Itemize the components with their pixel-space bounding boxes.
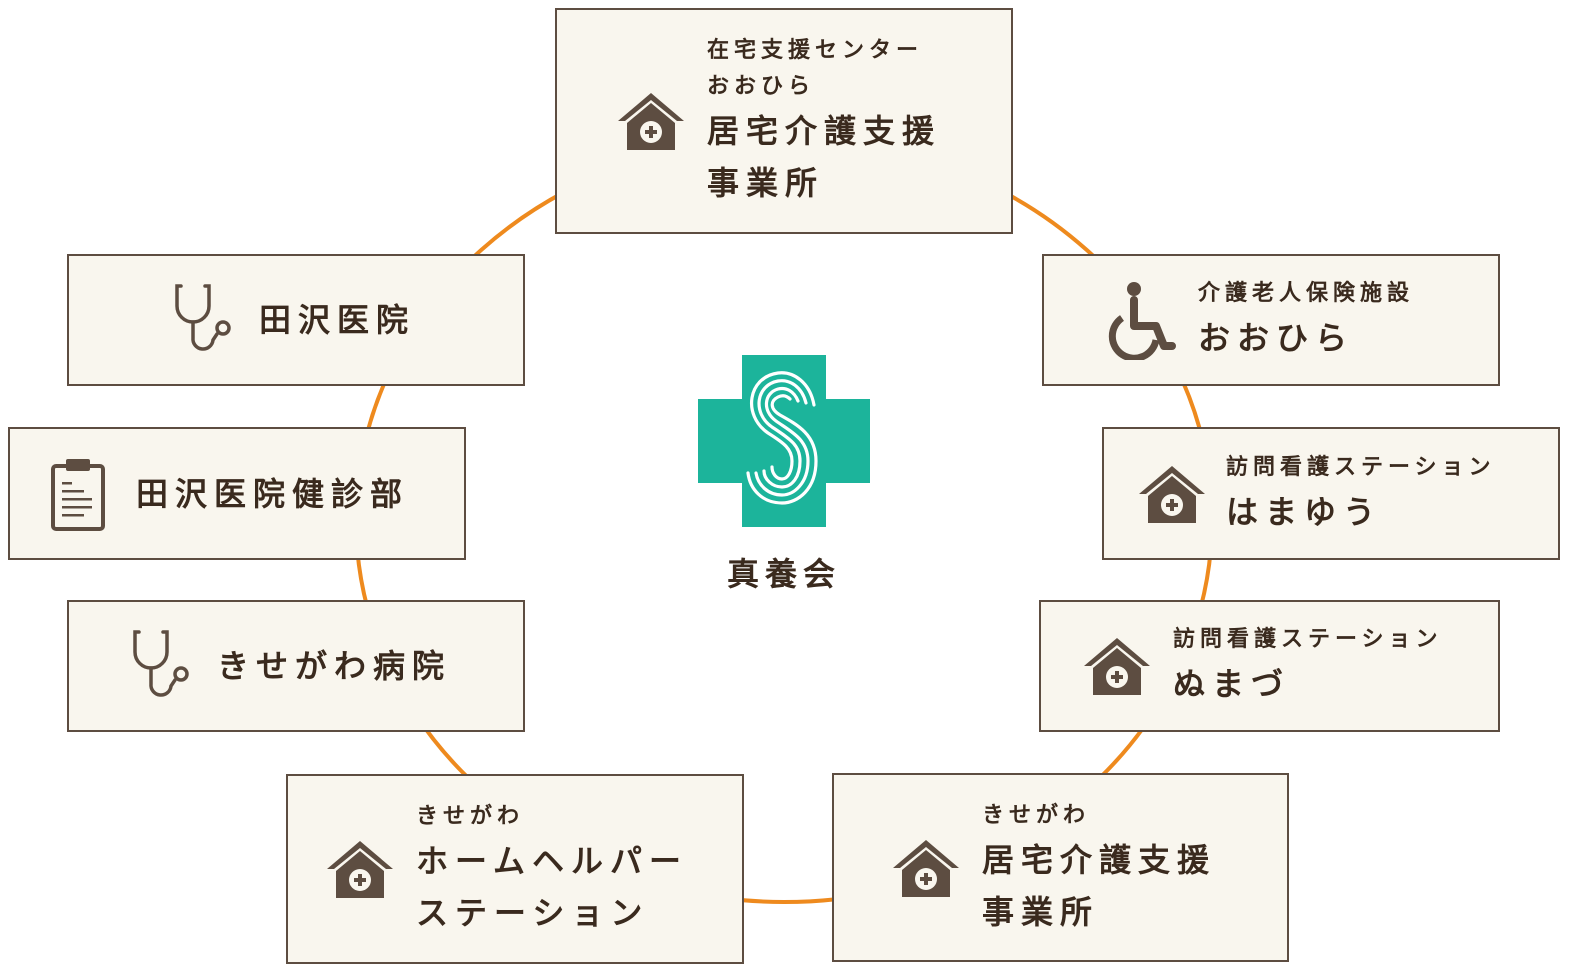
node-subtitle-line: きせがわ	[982, 802, 1091, 828]
node-subtitle-line: きせがわ	[416, 804, 525, 829]
node-tazawa-clinic[interactable]: 田沢医院	[67, 254, 525, 386]
node-subtitle-line: 在宅支援センター	[707, 38, 924, 63]
stethoscope-icon	[175, 284, 231, 351]
node-kyotaku-oohira[interactable]: 在宅支援センター おおひら 居宅介護支援 事業所	[555, 8, 1013, 234]
center-logo-group: 真養会	[698, 355, 870, 595]
node-text: 訪問看護ステーション はまゆう	[1226, 450, 1496, 538]
house-plus-icon	[893, 839, 959, 897]
node-kisegawa-hospital[interactable]: きせがわ病院	[67, 600, 525, 732]
node-title-line: はまゆう	[1226, 492, 1383, 531]
node-houmon-hamayuu[interactable]: 訪問看護ステーション はまゆう	[1102, 427, 1560, 560]
center-org-label: 真養会	[726, 555, 841, 593]
house-plus-icon	[618, 93, 684, 150]
node-title-line: 居宅介護支援	[707, 112, 942, 150]
node-title-line: 田沢医院健診部	[136, 474, 410, 513]
house-plus-icon	[327, 841, 393, 898]
node-subtitle-line: 介護老人保険施設	[1198, 281, 1415, 306]
stethoscope-icon	[133, 630, 189, 697]
clipboard-icon	[51, 458, 105, 531]
node-title-line: おおひら	[1198, 319, 1355, 357]
node-title-line: ぬまづ	[1173, 665, 1291, 703]
node-text: きせがわ ホームヘルパー ステーション	[416, 799, 688, 939]
node-text: きせがわ病院	[217, 640, 451, 692]
node-title-line: ホームヘルパー	[416, 842, 689, 880]
node-text: きせがわ 居宅介護支援 事業所	[982, 798, 1216, 938]
house-plus-icon	[1084, 638, 1150, 695]
node-text: 田沢医院	[259, 294, 415, 346]
node-kyotaku-kisegawa[interactable]: きせがわ 居宅介護支援 事業所	[832, 773, 1289, 962]
node-subtitle-line: おおひら	[707, 74, 816, 99]
house-plus-icon	[1139, 465, 1205, 523]
node-title-line: ステーション	[416, 894, 650, 932]
node-title-line: 事業所	[707, 164, 825, 202]
node-text: 介護老人保険施設 おおひら	[1198, 276, 1414, 364]
node-text: 訪問看護ステーション ぬまづ	[1173, 622, 1443, 710]
node-subtitle-line: 訪問看護ステーション	[1226, 454, 1496, 480]
node-tazawa-kenshin[interactable]: 田沢医院健診部	[8, 427, 466, 560]
node-title-line: きせがわ病院	[217, 647, 452, 685]
green-cross-s-logo-icon	[698, 355, 870, 527]
node-title-line: 田沢医院	[259, 301, 416, 339]
node-rouken-oohira[interactable]: 介護老人保険施設 おおひら	[1042, 254, 1500, 386]
node-text: 田沢医院健診部	[136, 468, 409, 520]
node-text: 在宅支援センター おおひら 居宅介護支援 事業所	[707, 33, 941, 209]
wheelchair-icon	[1108, 282, 1176, 360]
node-subtitle-line: 訪問看護ステーション	[1173, 627, 1443, 652]
node-title-line: 事業所	[982, 892, 1100, 931]
node-helper-kisegawa[interactable]: きせがわ ホームヘルパー ステーション	[286, 774, 744, 964]
node-houmon-numazu[interactable]: 訪問看護ステーション ぬまづ	[1039, 600, 1500, 732]
node-title-line: 居宅介護支援	[982, 840, 1217, 879]
